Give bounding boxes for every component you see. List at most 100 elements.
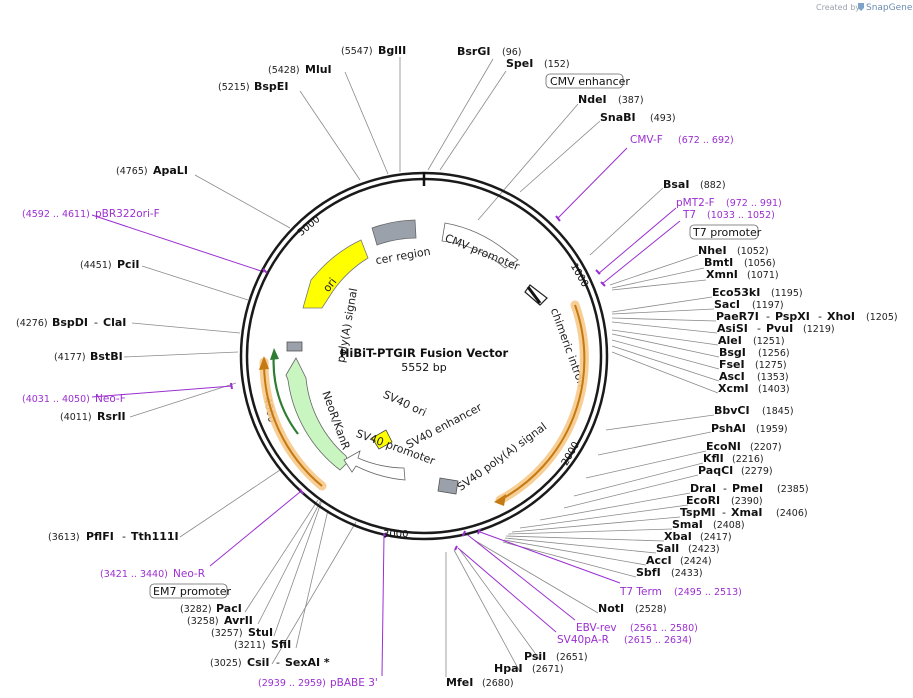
enzyme-bspei[interactable]: (5215)BspEI bbox=[218, 80, 288, 93]
enzyme-snabi[interactable]: SnaBI(493) bbox=[600, 111, 676, 124]
enzyme-drai[interactable]: DraI- PmeI(2385) bbox=[690, 482, 809, 495]
enzyme-bsgi[interactable]: BsgI(1256) bbox=[719, 346, 790, 359]
enzyme-pflfi[interactable]: (3613)PflFI- Tth111I bbox=[48, 530, 179, 543]
feature-ptgir-orf[interactable] bbox=[494, 300, 589, 506]
enzyme-avrii[interactable]: (3258)AvrII bbox=[187, 614, 253, 627]
primer-pmt2-f[interactable]: pMT2-F(972 .. 991) bbox=[676, 197, 782, 209]
enzyme-bspdi[interactable]: (4276)BspDI- ClaI bbox=[16, 316, 126, 329]
enzyme-fsei[interactable]: FseI(1275) bbox=[719, 358, 787, 371]
enzyme-xmni[interactable]: XmnI(1071) bbox=[706, 268, 779, 281]
primer-pbabe-3[interactable]: (2939 .. 2959)pBABE 3' bbox=[258, 677, 378, 689]
feature-sv40-polya[interactable] bbox=[437, 477, 459, 495]
tick-5000: 5000 bbox=[296, 214, 323, 239]
feature-sv40-ori[interactable] bbox=[371, 429, 393, 450]
enzyme-smai[interactable]: SmaI(2408) bbox=[672, 518, 745, 531]
box-t7-promoter[interactable]: T7 promoter bbox=[689, 224, 762, 240]
feature-ori[interactable] bbox=[302, 239, 369, 309]
enzyme-spei[interactable]: SpeI(152) bbox=[506, 57, 570, 70]
enzyme-xcmi[interactable]: XcmI(1403) bbox=[718, 382, 790, 395]
feature-cer-region-label: cer region bbox=[375, 245, 432, 267]
enzyme-acci[interactable]: AccI(2424) bbox=[646, 554, 712, 567]
enzyme-name: AsiSI bbox=[717, 322, 748, 335]
enzyme-ecori[interactable]: EcoRI(2390) bbox=[686, 494, 763, 507]
enzyme-name: PaqCI bbox=[698, 464, 733, 477]
enzyme-mlui[interactable]: (5428)MluI bbox=[268, 63, 332, 76]
enzyme-econi[interactable]: EcoNI(2207) bbox=[706, 440, 782, 453]
enzyme-name: PacI bbox=[216, 602, 242, 615]
feature-neo-orf[interactable] bbox=[259, 356, 327, 491]
feature-polya-signal-small[interactable] bbox=[286, 341, 303, 352]
feature-sv40-promoter[interactable] bbox=[343, 450, 406, 481]
enzyme-pos: (4276) bbox=[16, 318, 48, 329]
enzyme-name: SnaBI bbox=[600, 111, 636, 124]
enzyme-paqci[interactable]: PaqCI(2279) bbox=[698, 464, 773, 477]
primer-cmv-f[interactable]: CMV-F(672 .. 692) bbox=[630, 134, 734, 146]
enzyme-name: XmnI bbox=[706, 268, 738, 281]
enzyme-name: KflI bbox=[703, 452, 724, 465]
enzyme-name: PaeR7I bbox=[716, 310, 759, 323]
enzyme-pos: (1251) bbox=[753, 336, 785, 347]
enzyme-psii[interactable]: PsiI(2651) bbox=[524, 650, 588, 663]
enzyme-eco53ki[interactable]: Eco53kI(1195) bbox=[712, 286, 803, 299]
enzyme-pos: (2671) bbox=[532, 664, 564, 675]
primer-neo-r[interactable]: (3421 .. 3440)Neo-R bbox=[100, 568, 205, 580]
primer-name: EBV-rev bbox=[576, 622, 617, 634]
enzyme-bbvci[interactable]: BbvCI(1845) bbox=[714, 404, 794, 417]
feature-cmv-promoter[interactable] bbox=[441, 222, 519, 269]
enzyme-name: SacI bbox=[714, 298, 740, 311]
enzyme-pos: (2417) bbox=[700, 532, 732, 543]
enzyme-bglii[interactable]: (5547)BglII bbox=[341, 44, 406, 57]
enzyme-kfli[interactable]: KflI(2216) bbox=[703, 452, 764, 465]
enzyme-paer7i[interactable]: PaeR7I- PspXI- XhoI(1205) bbox=[716, 310, 898, 323]
enzyme-name: EcoNI bbox=[706, 440, 741, 453]
enzyme-hpai[interactable]: HpaI(2671) bbox=[494, 662, 564, 675]
enzyme-sbfi[interactable]: SbfI(2433) bbox=[636, 566, 703, 579]
primer-sv40pa-r[interactable]: SV40pA-R(2615 .. 2634) bbox=[557, 634, 692, 646]
box-em7-promoter[interactable]: EM7 promoter bbox=[149, 583, 231, 599]
enzyme-name: PflFI bbox=[86, 530, 114, 543]
primer-name: pBABE 3' bbox=[330, 677, 378, 689]
enzyme-sep: - bbox=[757, 322, 761, 335]
enzyme-pshai[interactable]: PshAI(1959) bbox=[711, 422, 788, 435]
enzyme-sfii[interactable]: (3211)SfiI bbox=[234, 638, 291, 651]
enzyme-asci[interactable]: AscI(1353) bbox=[719, 370, 789, 383]
enzyme-sep: - bbox=[766, 310, 770, 323]
enzyme-apali[interactable]: (4765)ApaLI bbox=[116, 164, 188, 177]
enzyme-rsrii[interactable]: (4011)RsrII bbox=[60, 410, 126, 423]
primer-t7[interactable]: T7(1033 .. 1052) bbox=[682, 209, 775, 221]
primer-ebv-rev[interactable]: EBV-rev(2561 .. 2580) bbox=[576, 622, 698, 634]
enzyme-bmti[interactable]: BmtI(1056) bbox=[704, 256, 776, 269]
enzyme-csii[interactable]: (3025)CsiI- SexAI * bbox=[210, 656, 330, 669]
primer-t7-term[interactable]: T7 Term(2495 .. 2513) bbox=[619, 586, 742, 598]
box-cmv-enhancer-label: CMV enhancer bbox=[550, 75, 630, 88]
enzyme-pos: (1845) bbox=[762, 406, 794, 417]
primer-neo-f[interactable]: (4031 .. 4050)Neo-F bbox=[22, 393, 126, 405]
enzyme-bsrgi[interactable]: BsrGI(96) bbox=[457, 45, 522, 58]
feature-chimeric-intron[interactable] bbox=[524, 284, 548, 306]
enzyme-ndei[interactable]: NdeI(387) bbox=[578, 93, 644, 106]
enzyme-alei[interactable]: AleI(1251) bbox=[718, 334, 785, 347]
enzyme-stui[interactable]: (3257)StuI bbox=[211, 626, 273, 639]
primer-pbr322ori-f[interactable]: (4592 .. 4611)pBR322ori-F bbox=[22, 208, 160, 220]
enzyme-saci[interactable]: SacI(1197) bbox=[714, 298, 784, 311]
enzyme-name: BsaI bbox=[663, 178, 689, 191]
enzyme-nhei[interactable]: NheI(1052) bbox=[698, 244, 769, 257]
enzyme-pos: (5547) bbox=[341, 46, 373, 57]
enzyme-name: DraI bbox=[690, 482, 716, 495]
enzyme-bstbi[interactable]: (4177)BstBI bbox=[54, 350, 123, 363]
box-cmv-enhancer[interactable]: CMV enhancer bbox=[545, 73, 630, 89]
enzyme-sali[interactable]: SalI(2423) bbox=[656, 542, 720, 555]
enzyme-paci[interactable]: (3282)PacI bbox=[180, 602, 242, 615]
feature-cer-region[interactable] bbox=[371, 219, 417, 246]
primer-name: T7 Term bbox=[619, 586, 662, 598]
enzyme-mfei[interactable]: MfeI(2680) bbox=[446, 676, 514, 689]
enzyme-name: BmtI bbox=[704, 256, 733, 269]
enzyme-tspmi[interactable]: TspMI- XmaI(2406) bbox=[680, 506, 808, 519]
enzyme-pos: (2528) bbox=[635, 604, 667, 615]
enzyme-pcii[interactable]: (4451)PciI bbox=[80, 258, 139, 271]
enzyme-pos: (1353) bbox=[757, 372, 789, 383]
enzyme-xbai[interactable]: XbaI(2417) bbox=[664, 530, 732, 543]
enzyme-bsai[interactable]: BsaI(882) bbox=[663, 178, 726, 191]
enzyme-noti[interactable]: NotI(2528) bbox=[598, 602, 667, 615]
enzyme-asisi[interactable]: AsiSI- PvuI(1219) bbox=[717, 322, 835, 335]
